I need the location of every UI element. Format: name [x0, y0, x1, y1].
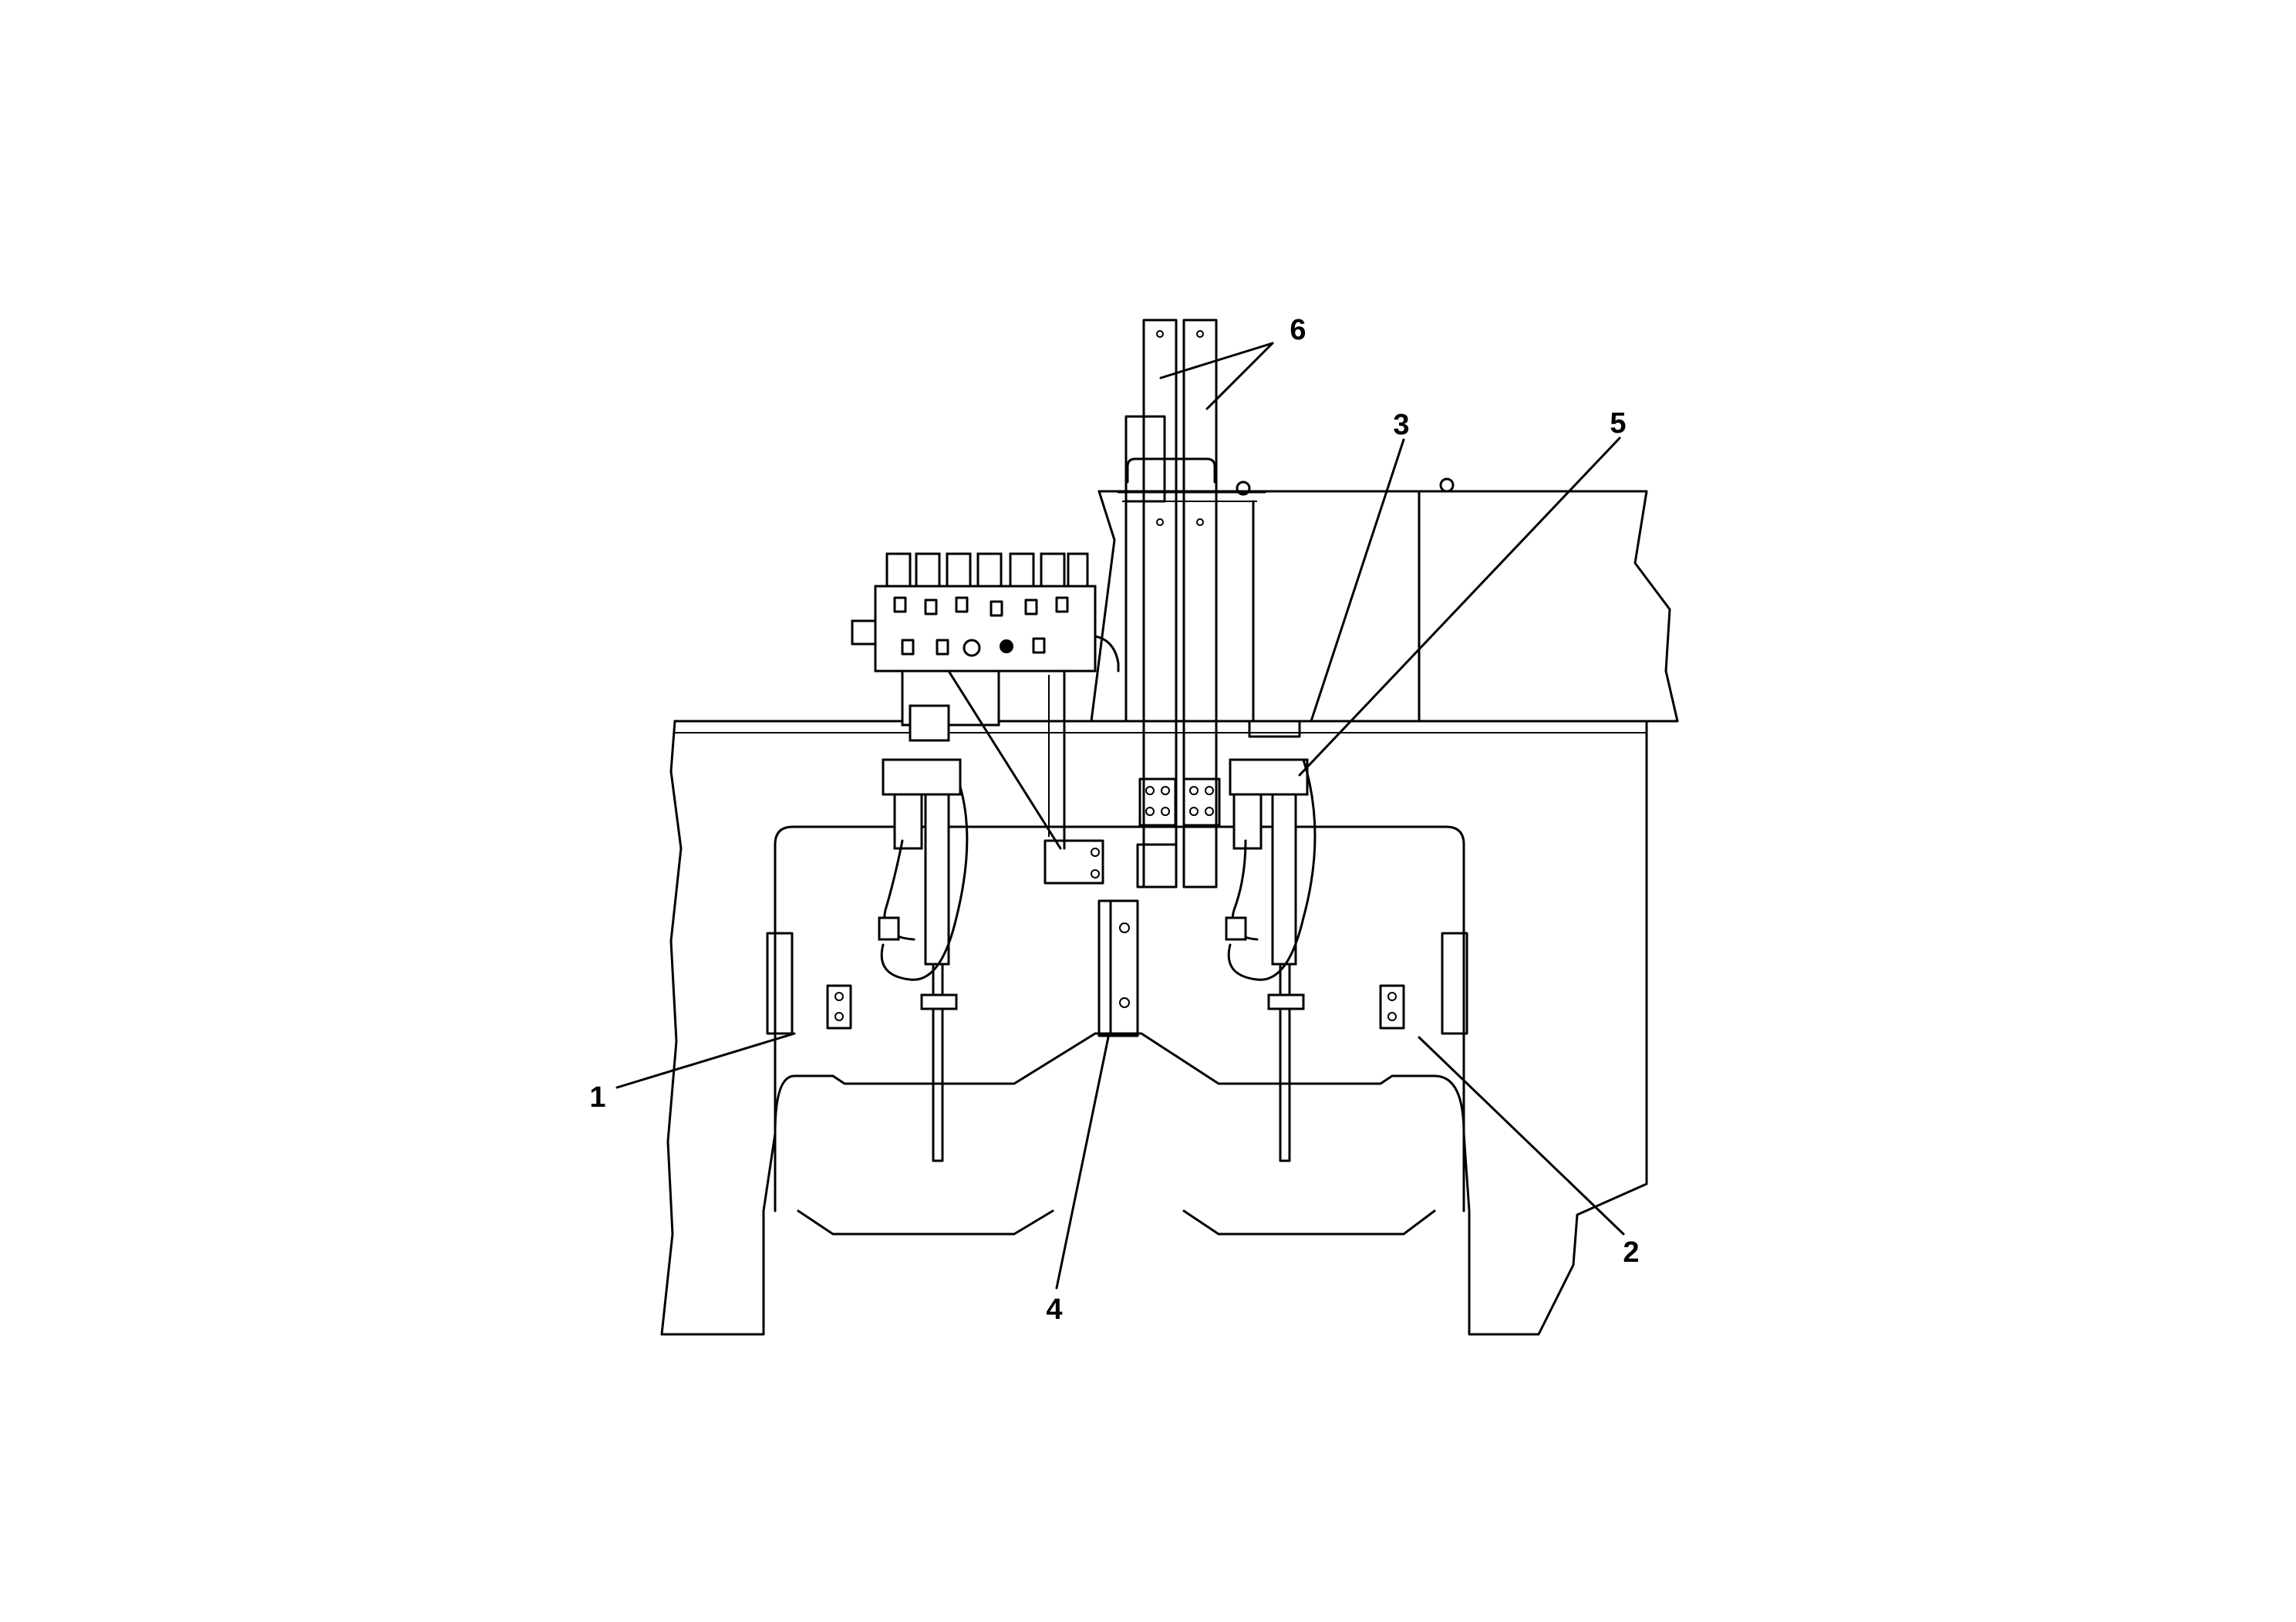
callout-2: 2: [1623, 1236, 1639, 1269]
callout-6: 6: [1290, 314, 1306, 346]
callout-3: 3: [1393, 409, 1409, 441]
mounting-bracket: [947, 669, 1104, 885]
actuator-right: [1225, 720, 1317, 1162]
callout-4: 4: [1046, 1293, 1062, 1326]
valve-block: [851, 552, 1120, 742]
guide-rails: [1117, 319, 1266, 889]
bottom-plate: [762, 825, 1471, 1251]
callout-1: 1: [589, 1081, 605, 1114]
actuator-left: [878, 758, 969, 1162]
upper-housing: [1090, 477, 1679, 723]
machine-frame: [660, 720, 1648, 1336]
leader-lines: [615, 342, 1625, 1290]
callout-5: 5: [1610, 407, 1626, 440]
